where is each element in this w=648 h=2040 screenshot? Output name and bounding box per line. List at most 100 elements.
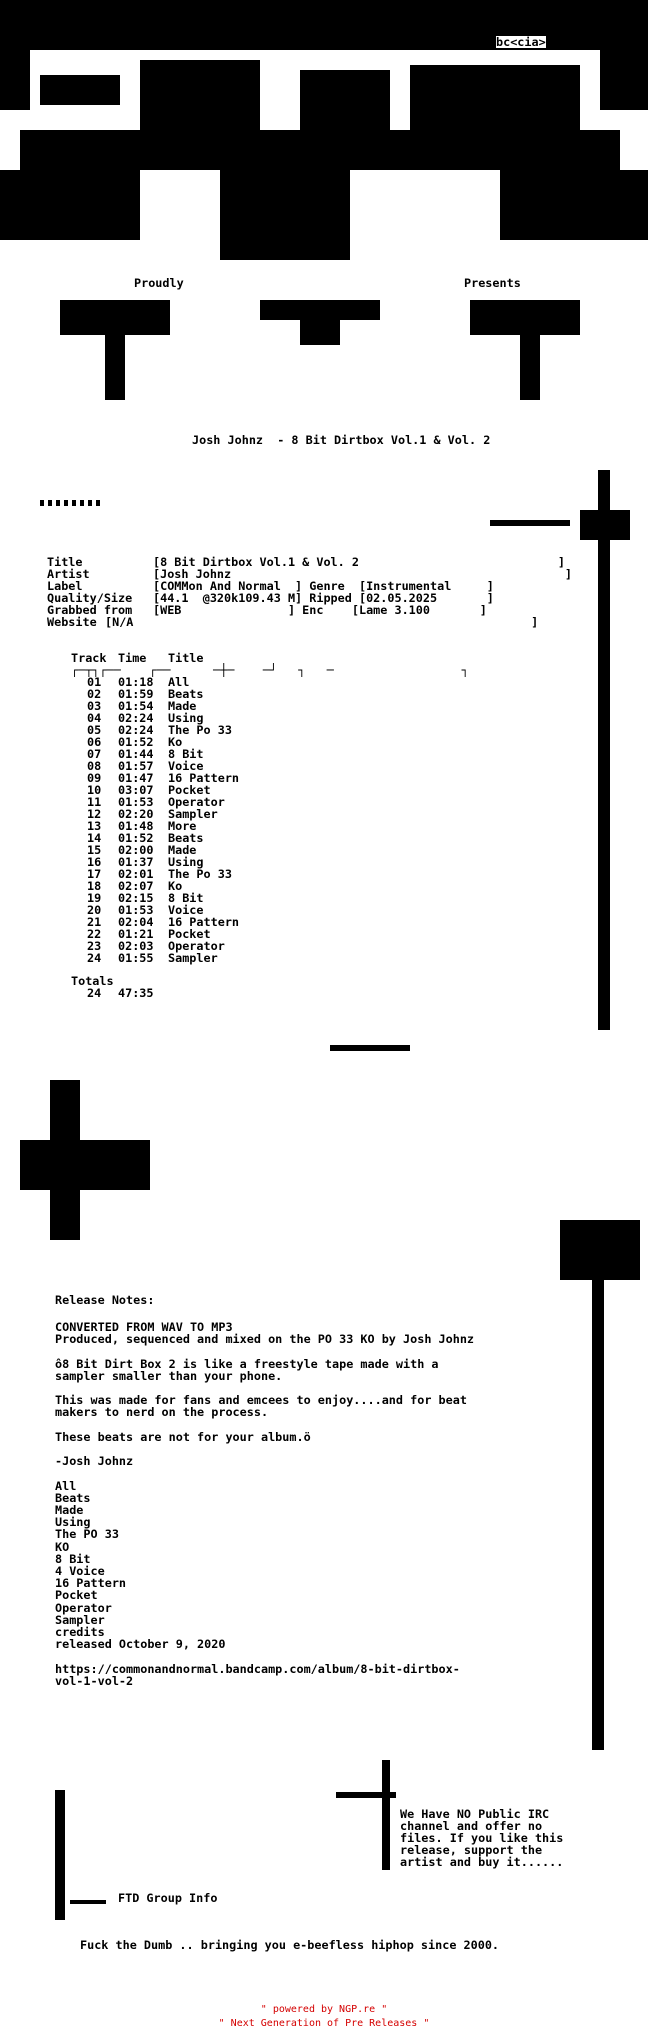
track-time: 01:44 (118, 747, 154, 761)
release-note-line: released October 9, 2020 (55, 1637, 226, 1652)
track-time: 02:03 (118, 939, 154, 953)
release-note-line: Operator (55, 1600, 112, 1615)
track-title: Beats (168, 687, 204, 701)
divider-blot-top (580, 510, 630, 540)
ftd-logo-art (0, 0, 648, 520)
release-note-line: The PO 33 (55, 1527, 119, 1542)
track-number: 24 (87, 951, 102, 965)
release-title-line: Josh Johnz - 8 Bit Dirtbox Vol.1 & Vol. … (192, 433, 491, 447)
track-time: 01:21 (118, 927, 154, 941)
track-number: 03 (87, 699, 102, 713)
track-number: 05 (87, 723, 102, 737)
track-number: 04 (87, 711, 102, 725)
track-number: 15 (87, 843, 102, 857)
track-time: 01:55 (118, 951, 154, 965)
right-divider-lower (592, 1240, 604, 1750)
track-time: 01:18 (118, 675, 154, 689)
lower-bar (336, 1792, 396, 1798)
release-note-line: This was made for fans and emcees to enj… (55, 1393, 467, 1408)
track-time: 02:01 (118, 867, 154, 881)
proudly-label: Proudly (134, 276, 184, 290)
track-title: All (168, 675, 190, 689)
title-label: Title (47, 555, 83, 569)
website-label: Website (47, 615, 97, 629)
track-time: 01:48 (118, 819, 154, 833)
track-title: Made (168, 843, 197, 857)
quality-label: Quality/Size (47, 591, 133, 605)
quality-value: [44.1 @320k109.43 M] Ripped [02.05.2025 … (153, 591, 494, 605)
release-note-line: Pocket (55, 1588, 98, 1603)
grabbed-value: [WEB ] Enc [Lame 3.100 ] (153, 603, 487, 617)
track-time: 01:59 (118, 687, 154, 701)
slogan: Fuck the Dumb .. bringing you e-beefless… (80, 1938, 500, 1952)
release-notes-heading: Release Notes: (55, 1293, 155, 1307)
track-number: 12 (87, 807, 102, 821)
track-title: Operator (168, 939, 225, 953)
track-number: 20 (87, 903, 102, 917)
totals-label: Totals (71, 974, 114, 988)
mid-stem-left (50, 1080, 80, 1240)
release-note-line: ô8 Bit Dirt Box 2 is like a freestyle ta… (55, 1356, 439, 1371)
group-info-bar (70, 1900, 106, 1904)
lower-stem-mid (382, 1760, 390, 1870)
artist-value: [Josh Johnz ] (153, 567, 573, 581)
presents-label: Presents (464, 276, 521, 290)
website-value: [N/A ] (105, 615, 539, 629)
track-time: 03:07 (118, 783, 154, 797)
totals-count: 24 (87, 986, 102, 1000)
release-note-line: Beats (55, 1490, 91, 1505)
release-note-line: These beats are not for your album.ö (55, 1429, 311, 1444)
track-number: 17 (87, 867, 102, 881)
track-time: 02:00 (118, 843, 154, 857)
track-time: 02:20 (118, 807, 154, 821)
track-time: 01:53 (118, 795, 154, 809)
group-tag: bc<cia> (496, 35, 546, 49)
track-number: 06 (87, 735, 102, 749)
track-time: 01:57 (118, 759, 154, 773)
track-title: Made (168, 699, 197, 713)
right-divider-top-bar (490, 520, 570, 526)
track-number: 07 (87, 747, 102, 761)
mid-blot-left (20, 1140, 150, 1190)
track-time: 01:52 (118, 735, 154, 749)
release-note-line: CONVERTED FROM WAV TO MP3 (55, 1320, 233, 1334)
track-number: 14 (87, 831, 102, 845)
irc-notice-line: channel and offer no (400, 1819, 543, 1833)
track-number: 22 (87, 927, 102, 941)
track-time: 01:54 (118, 699, 154, 713)
track-number: 21 (87, 915, 102, 929)
track-title: Sampler (168, 951, 218, 965)
irc-notice-line: artist and buy it...... (400, 1855, 564, 1869)
track-time: 02:15 (118, 891, 154, 905)
track-title: Voice (168, 759, 204, 773)
powered-by-line: " powered by NGP.re " (260, 2004, 388, 2015)
track-title: Ko (168, 735, 183, 749)
release-note-line: All (55, 1478, 77, 1493)
release-note-line: Sampler (55, 1612, 105, 1627)
grabbed-label: Grabbed from (47, 603, 133, 617)
irc-notice-line: files. If you like this (400, 1831, 564, 1845)
release-note-line: credits (55, 1625, 105, 1639)
track-title: Using (168, 711, 204, 725)
track-time: 01:37 (118, 855, 154, 869)
label-label: Label (47, 579, 83, 593)
track-time: 02:24 (118, 723, 154, 737)
track-number: 08 (87, 759, 102, 773)
right-divider (598, 470, 610, 1030)
track-number: 19 (87, 891, 102, 905)
track-number: 01 (87, 675, 102, 689)
track-title: Using (168, 855, 204, 869)
release-note-line: -Josh Johnz (55, 1454, 134, 1469)
track-title: Pocket (168, 927, 211, 941)
track-time: 02:24 (118, 711, 154, 725)
track-time: 01:53 (118, 903, 154, 917)
ngp-tagline: " Next Generation of Pre Releases " (218, 2018, 430, 2029)
totals-time: 47:35 (118, 986, 154, 1000)
irc-notice-line: We Have NO Public IRC (400, 1807, 550, 1821)
release-note-line: Using (55, 1515, 91, 1530)
track-title: More (168, 819, 197, 833)
track-number: 09 (87, 771, 102, 785)
track-number: 10 (87, 783, 102, 797)
lower-stem-left (55, 1790, 65, 1920)
